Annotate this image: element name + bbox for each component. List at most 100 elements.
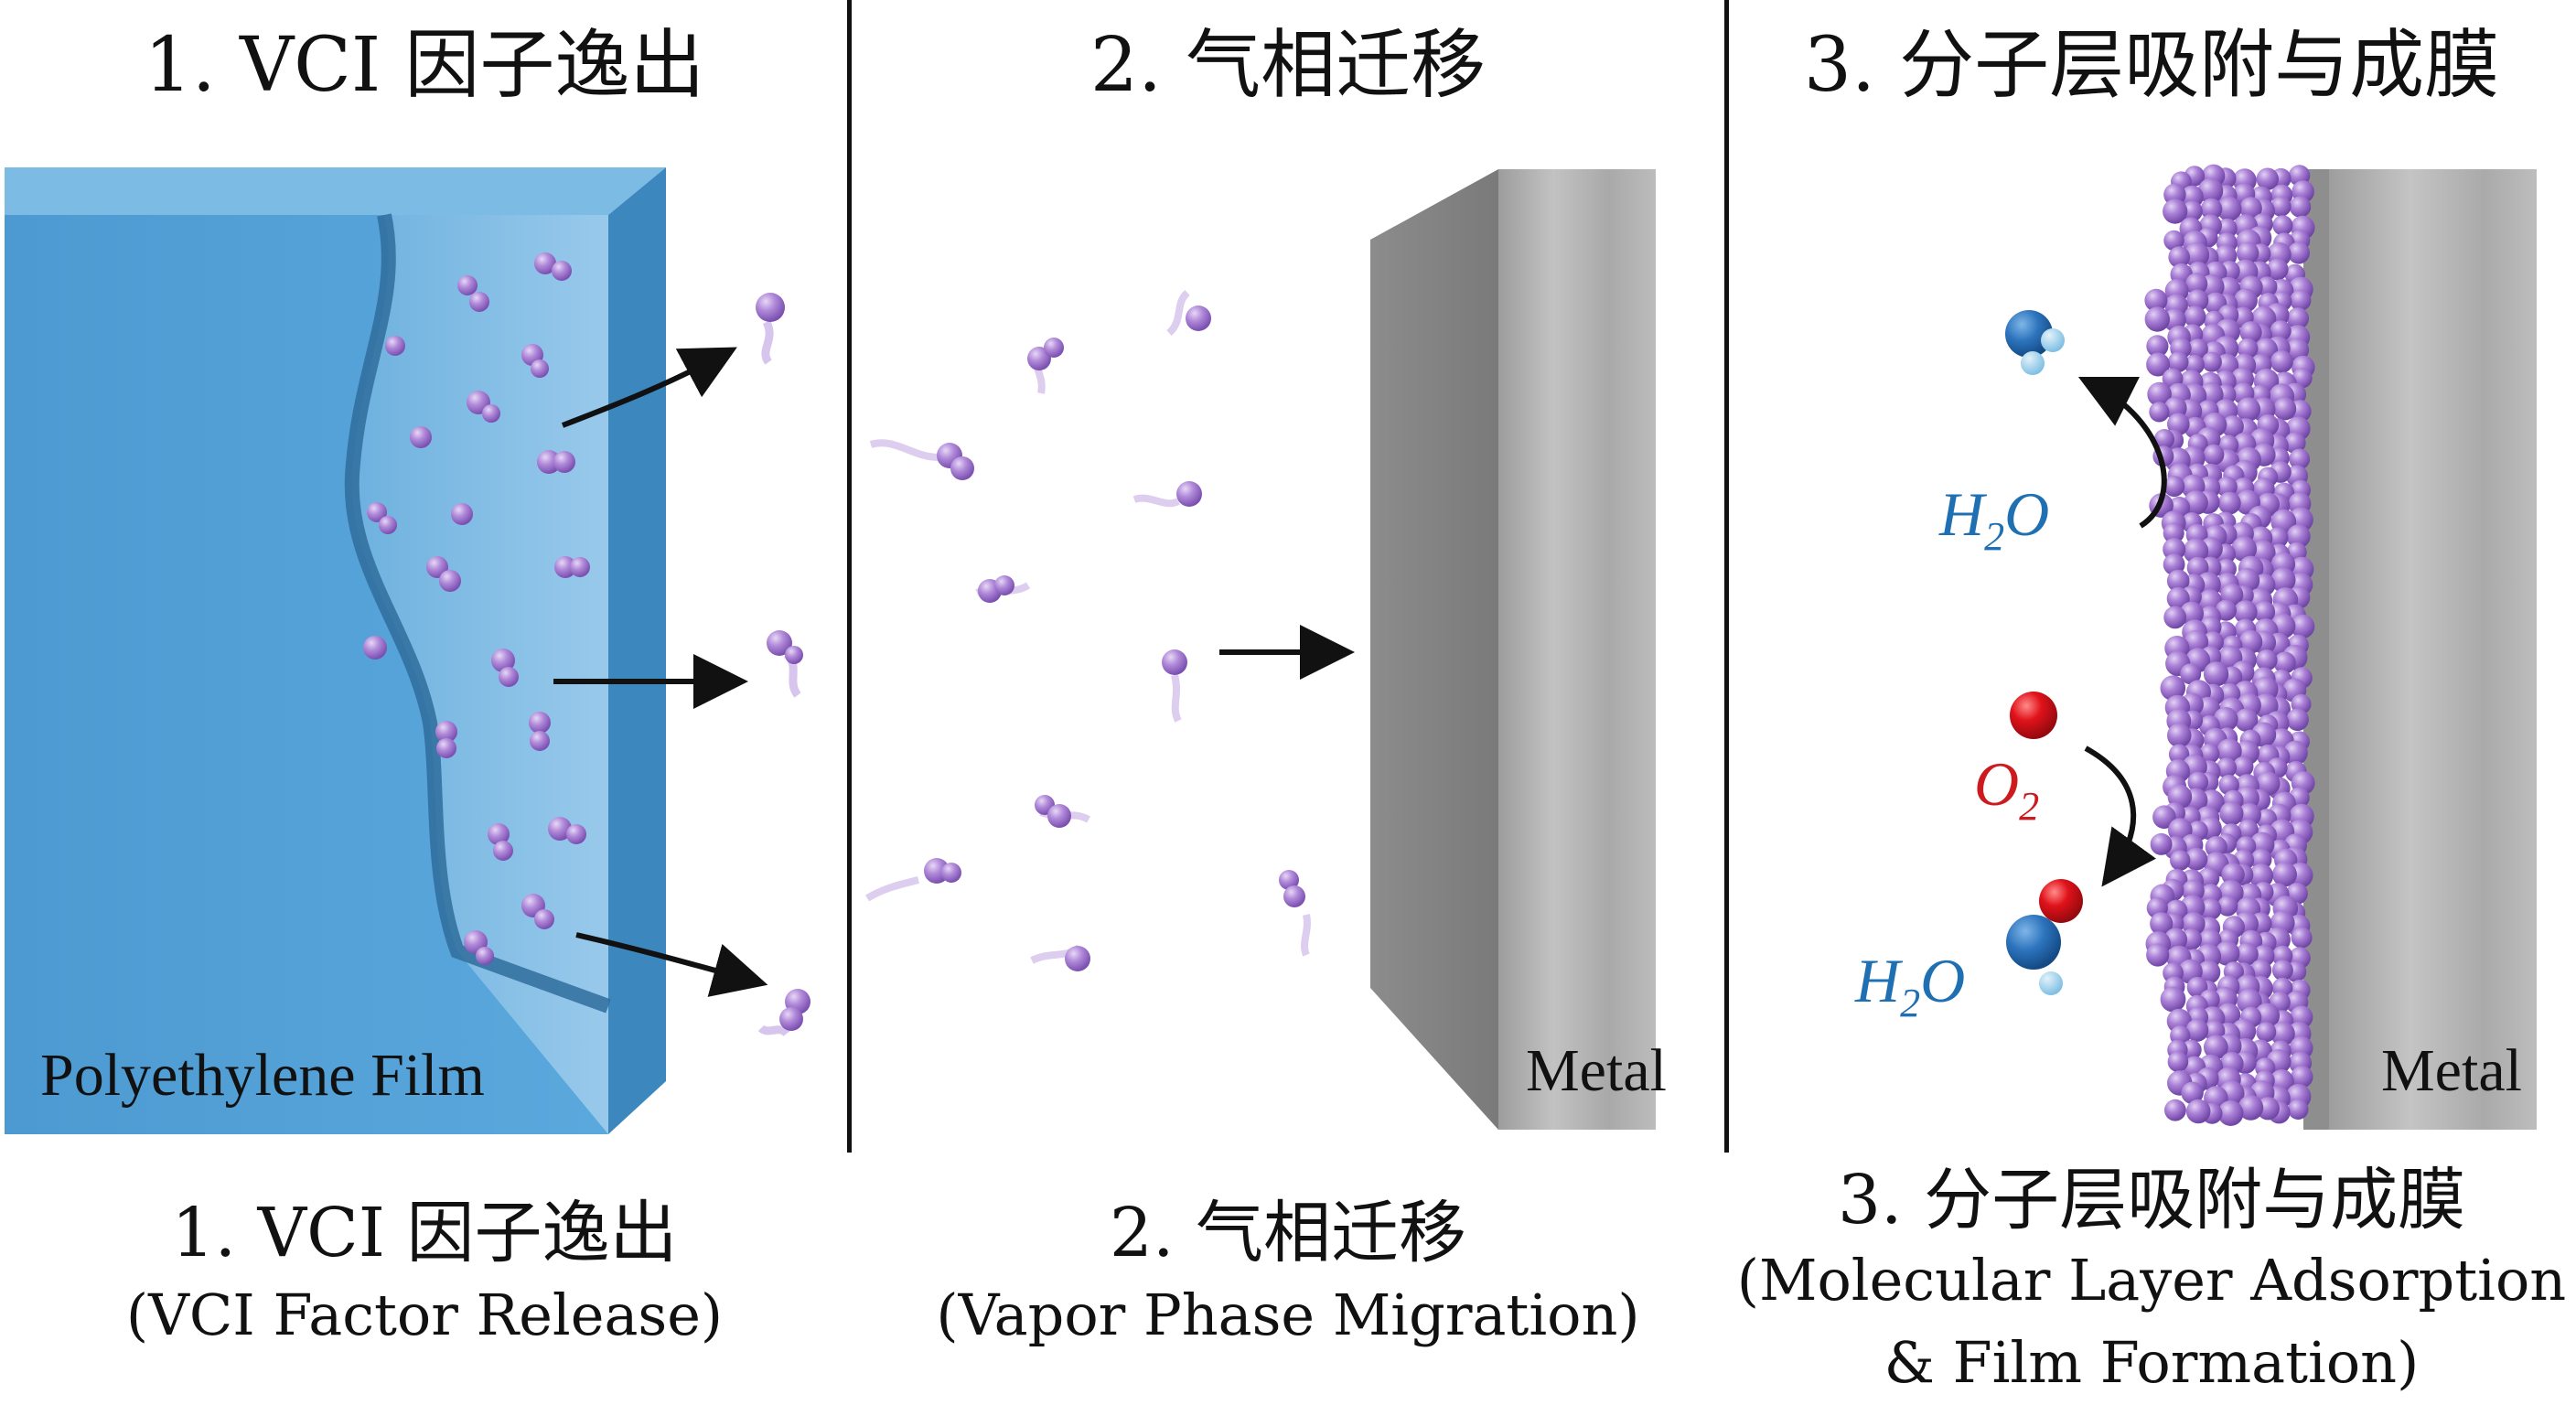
adsorbed-molecule: [2287, 307, 2309, 330]
vci-release-illustration: Polyethylene Film: [5, 167, 810, 1134]
adsorbed-molecule: [2288, 1099, 2309, 1121]
adsorbed-molecule: [2270, 196, 2292, 217]
adsorbed-molecule: [2184, 354, 2205, 375]
adsorbed-molecule: [2270, 1021, 2295, 1046]
adsorbed-molecule: [2149, 402, 2170, 423]
adsorbed-molecule: [2199, 898, 2222, 920]
adsorbed-molecule: [2163, 606, 2187, 629]
adsorbed-molecule: [2286, 708, 2309, 731]
adsorbed-molecule: [2273, 397, 2297, 421]
adsorbed-molecule: [2291, 927, 2313, 949]
adsorbed-molecule: [2292, 368, 2313, 389]
adsorbed-molecule: [2150, 832, 2173, 855]
adsorbed-molecule: [2187, 771, 2209, 793]
adsorbed-molecule: [2233, 600, 2258, 624]
adsorbed-molecule: [2163, 522, 2184, 544]
adsorbed-molecule: [2231, 536, 2258, 563]
adsorbed-molecule: [2150, 912, 2174, 936]
adsorbed-molecule: [2234, 708, 2259, 732]
water-molecule-bottom: [2006, 879, 2083, 995]
adsorbed-molecule: [2163, 230, 2184, 252]
adsorbed-molecule: [2266, 258, 2289, 281]
adsorbed-molecule: [2203, 661, 2229, 687]
panel-title: 3. 分子层吸附与成膜: [1803, 22, 2500, 109]
adsorbed-molecule: [2146, 335, 2169, 358]
adsorbed-molecule: [2196, 960, 2221, 984]
adsorbed-molecule: [2235, 942, 2259, 966]
oxygen-formula: O2: [1974, 749, 2039, 829]
water-formula-top: H2O: [1938, 479, 2049, 559]
adsorbed-molecule: [2289, 448, 2311, 470]
adsorbed-molecule: [2290, 289, 2312, 311]
adsorbed-molecule: [2272, 215, 2293, 236]
adsorbed-molecule: [2170, 850, 2191, 871]
vci-molecules-in-film: [363, 252, 590, 965]
adsorbed-molecule: [2186, 289, 2209, 312]
adsorbed-molecule: [2185, 1019, 2209, 1042]
adsorbed-molecule: [2237, 241, 2259, 264]
adsorbed-molecule: [2205, 836, 2227, 859]
adsorbed-molecule: [2168, 246, 2190, 268]
adsorbed-molecule: [2181, 185, 2204, 209]
adsorbed-molecule: [2182, 200, 2203, 222]
adsorbed-molecule: [2267, 527, 2289, 549]
adsorbed-molecule: [2167, 723, 2192, 748]
adsorbed-molecule: [2273, 651, 2296, 674]
vci-molecules-escaped: [756, 293, 810, 1037]
adsorbed-molecule: [2219, 801, 2244, 826]
adsorbed-molecule: [2185, 1099, 2211, 1124]
metal-label: Metal: [1526, 1037, 1667, 1104]
caption-english: (VCI Factor Release): [125, 1282, 724, 1348]
adsorbed-molecule: [2256, 1097, 2280, 1121]
release-arrows: [553, 347, 768, 997]
adsorbed-molecule: [2201, 351, 2222, 372]
polyethylene-film: [5, 167, 666, 1134]
adsorbed-molecule: [2204, 1035, 2228, 1060]
adsorbed-molecule: [2144, 288, 2168, 312]
adsorbed-molecule: [2144, 306, 2170, 332]
adsorbed-molecule: [2239, 197, 2262, 220]
oxygen-atom: [2010, 692, 2057, 739]
adsorbed-molecule: [2184, 629, 2209, 655]
adsorbed-molecule: [2200, 198, 2223, 220]
adsorbed-molecule: [2183, 538, 2209, 564]
adsorption-illustration: H2O O2 H2O Metal: [1854, 164, 2537, 1130]
adsorbed-molecule: [2152, 805, 2176, 829]
adsorbed-molecule: [2216, 896, 2238, 917]
vci-molecules-vapor: [864, 289, 1311, 971]
panel-vapor-migration: 2. 气相迁移: [849, 0, 1727, 1405]
release-arrow-top: [561, 347, 737, 428]
adsorbed-molecule: [2216, 218, 2238, 239]
adsorbed-molecule: [2184, 847, 2208, 871]
adsorbed-molecule: [2216, 738, 2242, 764]
adsorbed-molecule: [2256, 167, 2279, 190]
caption-english: (Vapor Phase Migration): [936, 1282, 1640, 1348]
caption-english-line2: & Film Formation): [1884, 1329, 2420, 1396]
adsorbed-molecule: [2284, 432, 2306, 454]
adsorbed-molecule: [2237, 989, 2262, 1014]
adsorbed-molecule: [2249, 863, 2274, 888]
adsorbed-molecule: [2239, 321, 2262, 344]
adsorbed-molecule: [2291, 614, 2315, 639]
water-molecule-top: [2005, 310, 2065, 375]
adsorbed-molecule: [2147, 381, 2172, 407]
adsorbed-molecule: [2215, 940, 2240, 966]
adsorbed-molecule: [2197, 177, 2224, 204]
adsorbed-molecule: [2163, 538, 2186, 561]
adsorbed-molecule: [2270, 350, 2293, 373]
adsorbed-molecule: [2199, 743, 2220, 764]
adsorbed-molecule: [2160, 675, 2186, 701]
adsorbed-molecule: [2270, 567, 2296, 593]
adsorbed-molecule: [2291, 1066, 2313, 1089]
adsorbed-molecule: [2163, 198, 2188, 224]
water-repel-arrow: [2077, 376, 2167, 529]
adsorbed-molecule: [2270, 320, 2292, 342]
adsorbed-molecule: [2272, 862, 2297, 887]
adsorbed-molecule: [2163, 476, 2185, 498]
adsorbed-molecule: [2184, 241, 2210, 268]
adsorbed-molecule: [2233, 288, 2258, 313]
water-formula-bottom: H2O: [1854, 946, 1965, 1025]
adsorbed-molecule: [2167, 351, 2189, 373]
caption-chinese: 2. 气相迁移: [1109, 1194, 1467, 1272]
adsorbed-molecule: [2236, 397, 2261, 422]
